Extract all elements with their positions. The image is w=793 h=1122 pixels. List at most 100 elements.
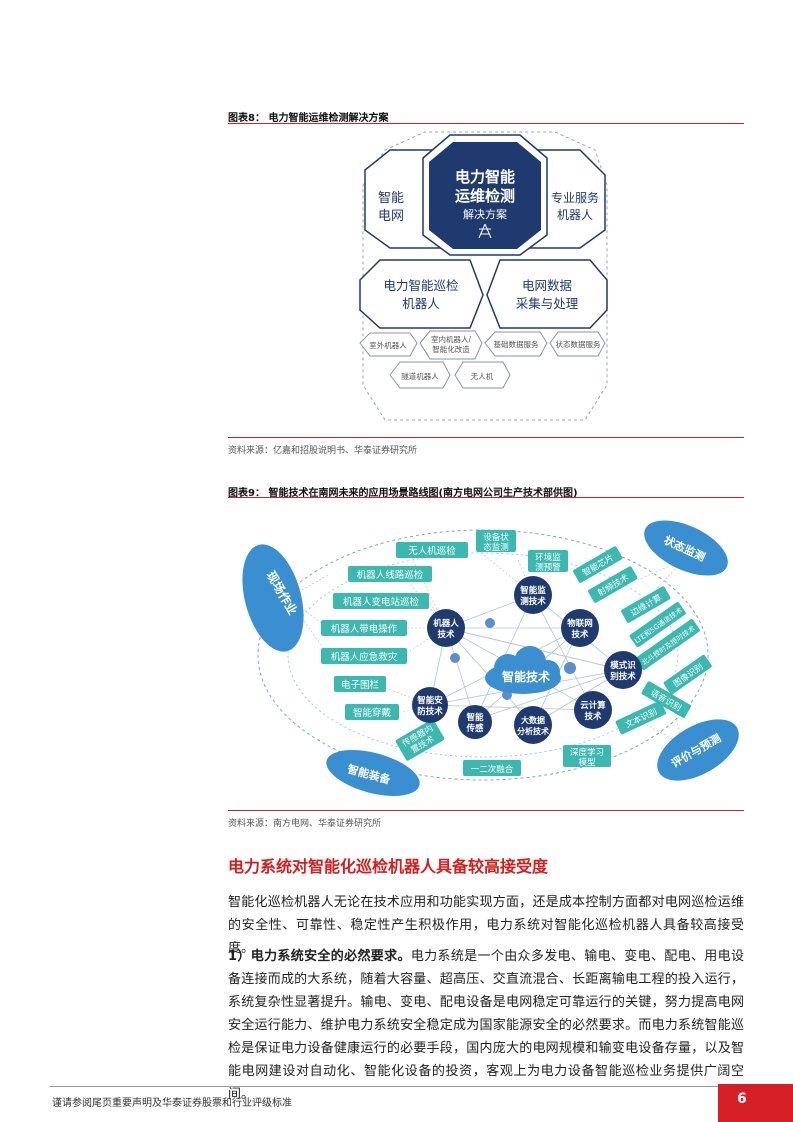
deep-learning-line2: 模型 xyxy=(578,757,596,768)
box-smart-wearable xyxy=(345,704,399,720)
hub-robot-line2: 技术 xyxy=(437,629,455,640)
hub-sense-line2: 传感 xyxy=(465,723,484,734)
deep-learning-line1: 深度学习 xyxy=(570,747,604,758)
page-number: 6 xyxy=(737,1091,747,1107)
hub-pattern-line2: 别技术 xyxy=(609,671,636,682)
figure9-top-rule xyxy=(228,497,744,498)
hub-cloud xyxy=(574,691,612,729)
hub-security-line1: 智能安 xyxy=(416,695,443,706)
power-tower-icon xyxy=(478,223,492,239)
hex-basic-data xyxy=(484,331,548,357)
box-electronic-fence xyxy=(334,676,386,692)
cloud-core-label: 智能技术 xyxy=(501,669,550,684)
figure8-bottom-rule xyxy=(228,437,744,438)
center-line1: 电力智能 xyxy=(455,168,515,186)
box-drone-inspection xyxy=(396,542,468,558)
footer-rule xyxy=(50,1086,743,1087)
grid-data-line2: 采集与处理 xyxy=(516,296,579,311)
paragraph-intro: 智能化巡检机器人无论在技术应用和功能实现方面，还是成本控制方面都对电网巡检运维的… xyxy=(228,895,744,956)
figure9-diagram: 现场作业 智能装备 状态监测 评价与预测 无人机巡检 机器人线路巡检 机器人变电… xyxy=(242,520,739,796)
hub-monitor xyxy=(514,576,552,614)
live-operation-label: 机器人带电操作 xyxy=(331,623,398,635)
smart-wearable-label: 智能穿戴 xyxy=(353,707,392,719)
hub-iot xyxy=(561,609,599,647)
blob-field-work: 现场作业 xyxy=(242,544,304,652)
box-primary-secondary-fusion xyxy=(463,760,521,776)
box-deep-learning xyxy=(563,745,611,767)
equipment-status-line2: 态监测 xyxy=(483,542,509,553)
figure8-title: 图表8： 电力智能运维检测解决方案 xyxy=(228,113,389,124)
outdoor-robot-label: 室外机器人 xyxy=(369,340,407,350)
indoor-robot-line1: 室内机器人/ xyxy=(431,334,471,344)
basic-data-label: 基础数据服务 xyxy=(494,339,539,349)
figure9-title: 图表9： 智能技术在南网未来的应用场景路线图(南方电网公司生产技术部供图) xyxy=(228,488,578,499)
environment-monitoring-line1: 环境监 xyxy=(535,552,561,563)
hex-grid-data xyxy=(486,259,608,329)
page-number-badge xyxy=(718,1084,793,1122)
figure8-source: 资料来源：亿嘉和招股说明书、华泰证券研究所 xyxy=(228,446,418,456)
blob-smart-equipment: 智能装备 xyxy=(326,750,420,796)
box-equipment-status xyxy=(476,530,516,552)
hub-pattern-line1: 模式识 xyxy=(610,660,636,671)
hex-outdoor-robot xyxy=(359,332,418,357)
hex-drone xyxy=(454,361,511,389)
figure9-bottom-rule xyxy=(228,810,744,811)
hex-inspection-robot xyxy=(359,259,484,329)
hex-status-data xyxy=(549,331,606,357)
network-dots xyxy=(450,618,576,700)
drone-label: 无人机 xyxy=(471,371,494,381)
blob-status-monitoring: 状态监测 xyxy=(644,520,728,576)
center-line3: 解决方案 xyxy=(463,207,507,221)
hub-pattern xyxy=(604,651,642,689)
figure8-top-rule xyxy=(228,123,744,124)
primary-secondary-fusion-label: 一二次融合 xyxy=(471,764,514,775)
hub-cloud-line1: 云计算 xyxy=(580,700,606,711)
smart-grid-line2: 电网 xyxy=(378,209,404,224)
drone-inspection-label: 无人机巡检 xyxy=(408,545,456,557)
inspection-robot-line1: 电力智能巡检 xyxy=(383,278,459,293)
section-title: 电力系统对智能化巡检机器人具备较高接受度 xyxy=(228,857,549,876)
box-text-recognition: 文本识别 xyxy=(615,700,666,735)
environment-monitoring-line2: 测预警 xyxy=(535,562,561,573)
hub-bigdata-line2: 分析技术 xyxy=(517,726,549,736)
box-embedded-sensor: 传感器内 置技术 xyxy=(395,719,445,761)
box-line-inspection xyxy=(348,566,432,582)
emergency-rescue-label: 机器人应急救灾 xyxy=(331,651,398,663)
box-live-operation xyxy=(321,620,407,636)
electronic-fence-label: 电子围栏 xyxy=(341,679,380,691)
hex-center-solution xyxy=(429,142,541,249)
hub-bigdata-line1: 大数据 xyxy=(521,715,545,725)
figure9-source: 资料来源：南方电网、华泰证券研究所 xyxy=(228,819,382,829)
paragraph-security-lead: 1）电力系统安全的必然要求。 xyxy=(228,949,411,964)
paragraph-security-body: 电力系统是一个由众多发电、输电、变电、配电、用电设备连接而成的大系统，随着大容量… xyxy=(228,949,744,1102)
tunnel-robot-label: 隧道机器人 xyxy=(401,371,439,381)
hub-monitor-line1: 智能监 xyxy=(519,585,546,596)
center-line2: 运维检测 xyxy=(455,187,515,205)
cloud-core: 智能技术 xyxy=(485,646,561,694)
inspection-robot-line2: 机器人 xyxy=(402,296,440,311)
blob-evaluation-prediction: 评价与预测 xyxy=(657,719,739,781)
service-robot-line2: 机器人 xyxy=(557,208,593,222)
hub-iot-line1: 物联网 xyxy=(567,618,593,629)
inner-ellipse xyxy=(287,552,679,758)
hub-sense xyxy=(458,705,492,739)
figure8-diagram: 智能 电网 专业服务 机器人 电力智能 运维检测 解决方案 电力智能巡检 机器人… xyxy=(359,131,608,421)
service-robot-line1: 专业服务 xyxy=(551,190,599,205)
hub-security-line2: 防技术 xyxy=(417,706,443,717)
outer-dashed-outline xyxy=(362,131,608,421)
box-environment-monitoring xyxy=(528,550,568,572)
equipment-status-line1: 设备状 xyxy=(483,532,509,543)
hub-robot-line1: 机器人 xyxy=(433,618,459,629)
hub-sense-line1: 智能 xyxy=(465,712,484,723)
status-data-label: 状态数据服务 xyxy=(556,339,601,349)
hex-tunnel-robot xyxy=(389,361,451,389)
hex-indoor-robot xyxy=(419,330,483,360)
box-emergency-rescue xyxy=(321,648,407,664)
hub-iot-line2: 技术 xyxy=(571,629,589,640)
grid-data-line1: 电网数据 xyxy=(522,278,572,293)
line-inspection-label: 机器人线路巡检 xyxy=(357,569,424,581)
smart-grid-line1: 智能 xyxy=(378,191,404,206)
hub-monitor-line2: 测技术 xyxy=(520,596,546,607)
hub-cloud-line2: 技术 xyxy=(584,711,602,722)
hub-bigdata xyxy=(514,706,552,744)
